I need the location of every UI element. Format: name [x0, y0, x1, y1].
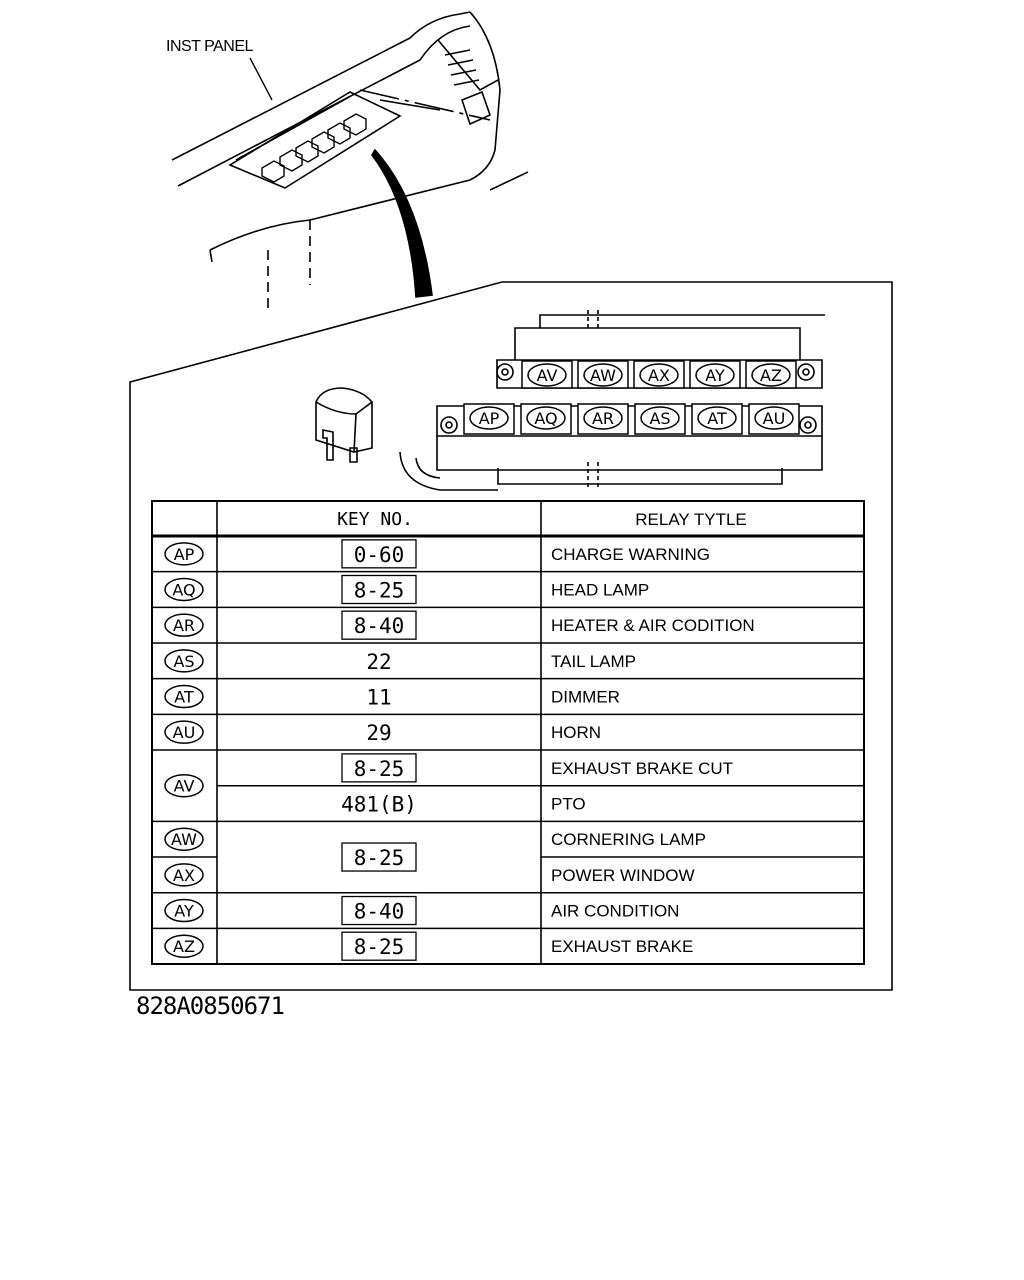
relay-icon [315, 387, 373, 463]
row-code-az: AZ [164, 934, 204, 958]
row-code-ar-label: AR [173, 616, 195, 635]
key-number: 8-25 [354, 935, 405, 959]
key-box [341, 895, 417, 926]
row-code-ap-label: AP [174, 545, 195, 564]
table-row: AU 29 HORN [152, 720, 864, 751]
row-code-ar: AR [164, 613, 204, 637]
key-number: 11 [366, 686, 391, 710]
key-number: 29 [366, 721, 391, 745]
socket-code-ap: AP [469, 406, 509, 430]
key-number: 8-25 [354, 757, 405, 781]
header-key-no: KEY NO. [337, 509, 413, 530]
row-code-aq: AQ [164, 577, 204, 602]
row-code-av: AV [164, 773, 204, 798]
table-row: AW 8-25 CORNERING LAMP [152, 827, 864, 872]
key-box [341, 842, 417, 872]
key-number: 8-25 [354, 846, 405, 870]
relay-title: TAIL LAMP [551, 652, 636, 671]
relay-title: DIMMER [551, 688, 620, 707]
key-box [341, 574, 417, 605]
table-row: 481(B) PTO [152, 793, 864, 823]
table-row: AR 8-40 HEATER & AIR CODITION [152, 610, 864, 644]
socket-code-ay-label: AY [705, 366, 725, 385]
row-code-az-label: AZ [173, 937, 195, 956]
row-code-au: AU [164, 720, 204, 744]
key-number: 22 [366, 650, 391, 674]
table-row: AZ 8-25 EXHAUST BRAKE [164, 931, 693, 961]
table-row: AX POWER WINDOW [152, 863, 864, 894]
socket-code-as-label: AS [649, 409, 670, 428]
socket-code-au: AU [754, 406, 794, 430]
row-code-at: AT [164, 684, 204, 709]
key-number: 8-25 [354, 579, 405, 603]
relay-title: HEATER & AIR CODITION [551, 616, 755, 635]
row-code-av-label: AV [174, 777, 195, 796]
row-code-as-label: AS [173, 652, 194, 671]
detail-frame [129, 281, 893, 991]
socket-code-ax-label: AX [648, 366, 670, 385]
figure-id: 828A0850671 [136, 992, 285, 1020]
inst-panel-label: INST PANEL [166, 38, 253, 55]
key-number: 481(B) [341, 793, 417, 817]
socket-code-aq: AQ [526, 406, 566, 430]
relay-table: KEY NO. RELAY TYTLE AP 0-60 CHARGE WARNING… [151, 500, 865, 965]
key-box [341, 753, 417, 783]
row-code-aq-label: AQ [172, 581, 195, 600]
row-code-as: AS [164, 649, 204, 673]
row-code-ax-label: AX [173, 866, 195, 885]
row-code-aw-label: AW [171, 830, 197, 849]
key-box [341, 539, 417, 569]
row-code-ax: AX [164, 863, 204, 887]
socket-code-ar-label: AR [592, 409, 614, 428]
table-row: AP 0-60 CHARGE WARNING [152, 539, 864, 573]
socket-code-az-label: AZ [760, 366, 782, 385]
key-box [341, 610, 417, 640]
relay-title: HEAD LAMP [551, 581, 649, 600]
table-row: AT 11 DIMMER [152, 684, 864, 716]
row-code-at-label: AT [174, 688, 194, 707]
header-relay-title: RELAY TYTLE [635, 510, 747, 529]
table-row: AQ 8-25 HEAD LAMP [152, 574, 864, 609]
socket-code-az: AZ [751, 363, 791, 387]
relay-title: CHARGE WARNING [551, 545, 710, 564]
row-code-ap: AP [164, 542, 204, 566]
key-number: 0-60 [354, 543, 405, 567]
socket-code-as: AS [640, 406, 680, 430]
row-code-au-label: AU [173, 723, 196, 742]
row-code-aw: AW [164, 827, 204, 851]
table-row: AY 8-40 AIR CONDITION [152, 895, 864, 930]
row-code-ay: AY [164, 898, 204, 923]
table-row: AV 8-25 EXHAUST BRAKE CUT [164, 753, 864, 798]
socket-code-au-label: AU [763, 409, 786, 428]
relay-title: EXHAUST BRAKE [551, 937, 693, 956]
socket-code-ap-label: AP [479, 409, 500, 428]
relay-title: HORN [551, 723, 601, 742]
instrument-panel-drawing [171, 11, 529, 312]
relay-title: AIR CONDITION [551, 902, 679, 921]
relay-title: EXHAUST BRAKE CUT [551, 759, 733, 778]
socket-code-at: AT [697, 406, 737, 430]
socket-code-av-label: AV [537, 366, 558, 385]
socket-code-aw: AW [583, 363, 623, 387]
key-number: 8-40 [354, 900, 405, 924]
socket-code-aq-label: AQ [534, 409, 557, 428]
key-box [341, 931, 417, 961]
relay-title: CORNERING LAMP [551, 830, 706, 849]
socket-code-ax: AX [639, 363, 679, 387]
socket-code-ar: AR [583, 406, 623, 430]
socket-code-av: AV [527, 363, 567, 387]
row-code-ay-label: AY [174, 902, 194, 921]
socket-code-at-label: AT [707, 409, 727, 428]
socket-code-ay: AY [695, 363, 735, 387]
socket-code-aw-label: AW [590, 366, 616, 385]
relay-block: AV AW AX AY AZ AP AQ AR AS AT AU [399, 310, 825, 491]
relay-title: PTO [551, 795, 586, 814]
relay-title: POWER WINDOW [551, 866, 695, 885]
key-number: 8-40 [354, 614, 405, 638]
table-row: AS 22 TAIL LAMP [152, 649, 864, 680]
